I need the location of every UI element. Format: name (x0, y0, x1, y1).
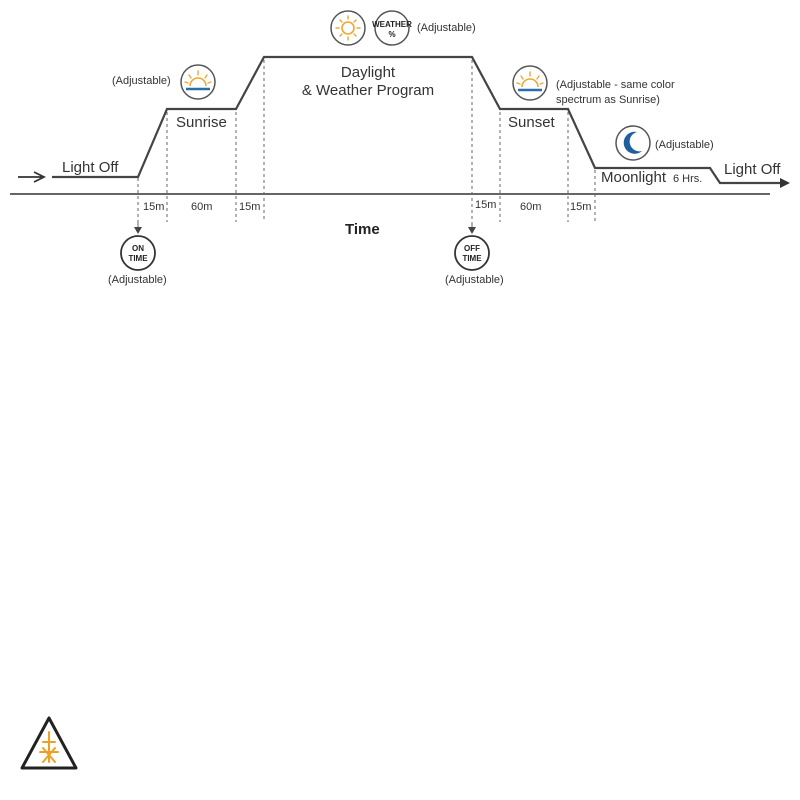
on-badge-line1: ON (132, 244, 144, 253)
duration-label: 15m (143, 201, 164, 213)
sunset-label: Sunset (508, 114, 556, 131)
left-entry-arrow (18, 171, 47, 183)
off-time-adjustable-note: (Adjustable) (445, 274, 504, 286)
light-off-right-label: Light Off (724, 161, 781, 178)
on-time-icon: ON TIME (120, 222, 156, 271)
on-badge-line2: TIME (128, 254, 148, 263)
axis-label-time: Time (345, 221, 380, 238)
moon-icon (615, 125, 651, 161)
sunset-adjustable-note-line1: (Adjustable - same color (556, 79, 675, 91)
sunrise-label: Sunrise (176, 114, 227, 131)
brand-logo-icon (20, 716, 78, 770)
off-badge-line1: OFF (464, 244, 480, 253)
duration-label: 15m (475, 199, 496, 211)
moonlight-hours-label: 6 Hrs. (673, 173, 702, 185)
sunset-icon (512, 65, 548, 101)
daylight-adjustable-note: (Adjustable) (417, 22, 476, 34)
sunrise-icon (180, 64, 216, 100)
duration-label: 15m (570, 201, 591, 213)
duration-label: 15m (239, 201, 260, 213)
weather-icon: WEATHER % (372, 10, 412, 46)
sun-icon (330, 10, 366, 46)
light-program-curve (52, 55, 780, 185)
moon-adjustable-note: (Adjustable) (655, 139, 714, 151)
off-badge-line2: TIME (462, 254, 482, 263)
light-off-left-label: Light Off (62, 159, 119, 176)
sunset-adjustable-note-line2: spectrum as Sunrise) (556, 94, 660, 106)
duration-label: 60m (520, 201, 541, 213)
curve-end-arrow (780, 178, 790, 188)
sunrise-adjustable-note: (Adjustable) (112, 75, 171, 87)
weather-badge-text: WEATHER (372, 20, 412, 29)
weather-badge-percent: % (388, 30, 395, 39)
daylight-label: Daylight (341, 64, 396, 81)
off-time-icon: OFF TIME (454, 222, 490, 271)
duration-label: 60m (191, 201, 212, 213)
moonlight-label: Moonlight (601, 169, 667, 186)
on-time-adjustable-note: (Adjustable) (108, 274, 167, 286)
weather-program-label: & Weather Program (302, 82, 434, 99)
